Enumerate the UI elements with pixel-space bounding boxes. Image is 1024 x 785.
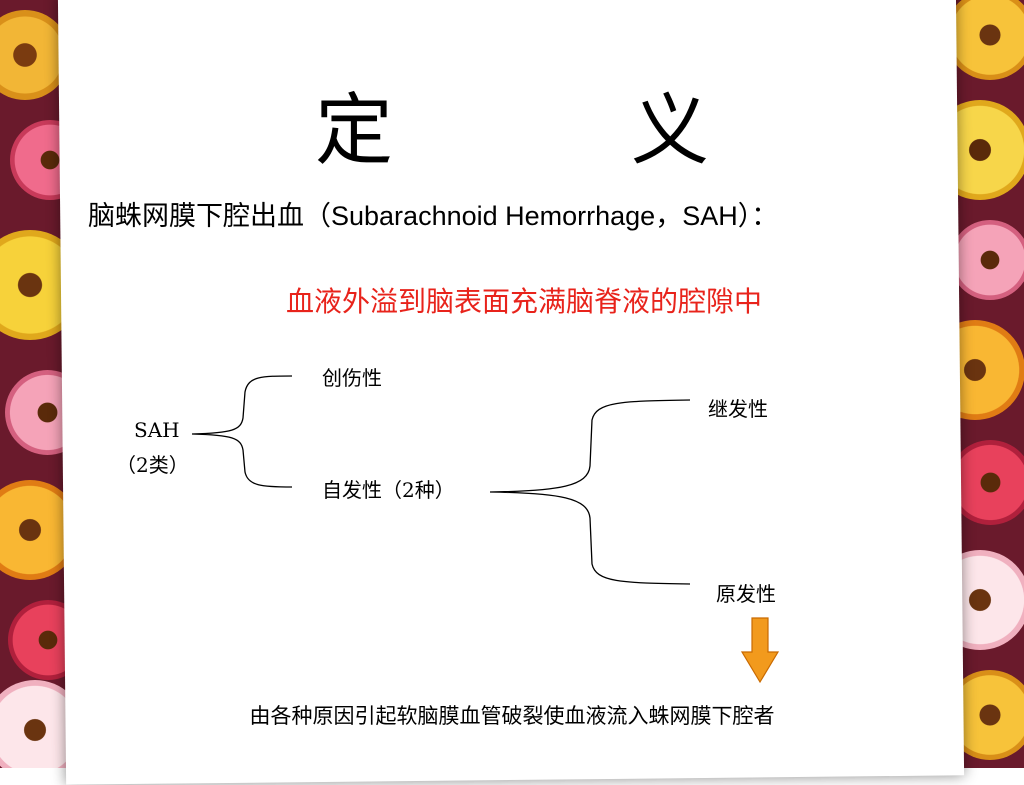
- sub-primary: 原发性: [716, 582, 776, 606]
- definition-text: 脑蛛网膜下腔出血（Subarachnoid Hemorrhage，SAH）：: [88, 194, 778, 233]
- definition-suffix: ）：: [737, 201, 779, 232]
- description-text: 血液外溢到脑表面充满脑脊液的腔隙中: [285, 285, 762, 318]
- footer-text: 由各种原因引起软脑膜血管破裂使血液流入蛛网膜下腔者: [249, 704, 775, 728]
- slide-title: 定 义: [314, 86, 789, 176]
- definition-prefix: 脑蛛网膜下腔出血（: [88, 201, 331, 232]
- spontaneous-brace: [489, 399, 691, 585]
- tree-connectors: [191, 375, 780, 684]
- tree-root-label: SAH: [134, 418, 180, 442]
- down-arrow: [740, 617, 780, 684]
- tree-root-count: （2类）: [116, 453, 189, 477]
- branch-traumatic: 创伤性: [322, 366, 382, 390]
- definition-latin: Subarachnoid Hemorrhage，SAH: [331, 201, 738, 231]
- root-brace: [191, 375, 293, 488]
- sub-secondary: 继发性: [708, 397, 768, 421]
- branch-spontaneous: 自发性（2种）: [322, 478, 455, 502]
